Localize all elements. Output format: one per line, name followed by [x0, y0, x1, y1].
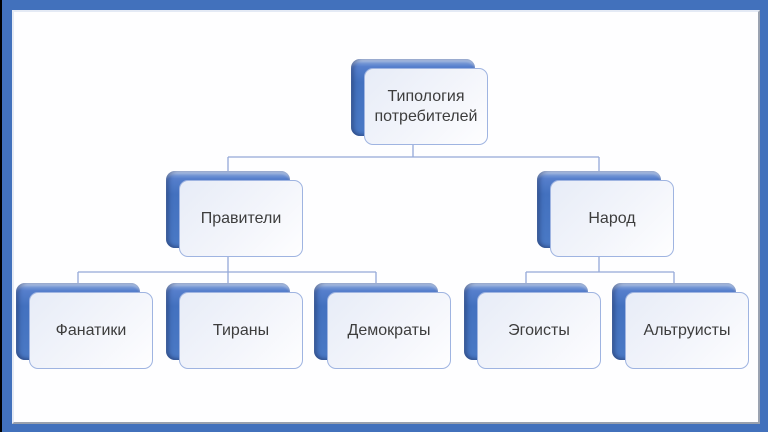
- node-people[interactable]: Народ: [537, 171, 674, 257]
- node-fanatics-front-shape: Фанатики: [29, 292, 153, 369]
- node-egoists[interactable]: Эгоисты: [464, 283, 601, 369]
- node-rulers-label: Правители: [200, 209, 282, 227]
- node-tyrants[interactable]: Тираны: [166, 283, 303, 369]
- node-tyrants-front-shape: Тираны: [179, 292, 303, 369]
- connector-root-to-level2: [227, 136, 600, 172]
- node-root[interactable]: Типология потребителей: [351, 59, 488, 145]
- node-democrats-label: Демократы: [347, 321, 431, 339]
- node-root-label: Типология потребителей: [374, 87, 478, 125]
- node-people-front-shape: Народ: [550, 180, 674, 257]
- node-tyrants-label: Тираны: [212, 321, 270, 339]
- node-fanatics-label: Фанатики: [55, 321, 127, 339]
- node-egoists-front-shape: Эгоисты: [477, 292, 601, 369]
- node-people-label: Народ: [588, 209, 636, 227]
- node-fanatics[interactable]: Фанатики: [16, 283, 153, 369]
- node-rulers-front-shape: Правители: [179, 180, 303, 257]
- node-altruists[interactable]: Альтруисты: [612, 283, 749, 369]
- node-egoists-label: Эгоисты: [508, 321, 570, 339]
- node-altruists-label: Альтруисты: [643, 321, 731, 339]
- connector-rulers-to-children: [77, 248, 377, 284]
- node-root-front-shape: Типология потребителей: [364, 68, 488, 145]
- node-altruists-front-shape: Альтруисты: [625, 292, 749, 369]
- connector-people-to-children: [525, 248, 675, 284]
- node-democrats-front-shape: Демократы: [327, 292, 451, 369]
- node-democrats[interactable]: Демократы: [314, 283, 451, 369]
- node-rulers[interactable]: Правители: [166, 171, 303, 257]
